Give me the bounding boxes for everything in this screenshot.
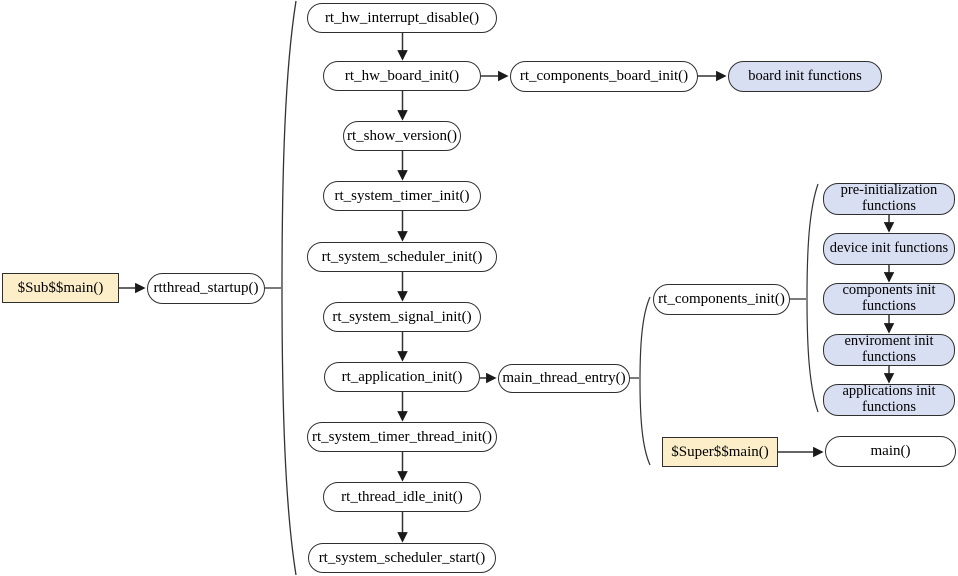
node-applications-init-functions: applications init functions bbox=[823, 384, 955, 416]
node-rt-system-timer-init: rt_system_timer_init() bbox=[323, 181, 481, 211]
node-sub-main: $Sub$$main() bbox=[2, 273, 119, 303]
node-main: main() bbox=[825, 436, 956, 467]
node-rt-hw-interrupt-disable: rt_hw_interrupt_disable() bbox=[307, 3, 497, 33]
node-rt-thread-idle-init: rt_thread_idle_init() bbox=[323, 482, 481, 512]
node-rt-system-signal-init: rt_system_signal_init() bbox=[323, 302, 481, 332]
node-device-init-functions: device init functions bbox=[823, 233, 955, 265]
node-rt-system-scheduler-init: rt_system_scheduler_init() bbox=[307, 242, 497, 272]
components-init-brace bbox=[806, 183, 819, 413]
node-pre-initialization-functions: pre-initialization functions bbox=[823, 183, 955, 215]
node-rtthread-startup: rtthread_startup() bbox=[147, 273, 265, 304]
node-rt-application-init: rt_application_init() bbox=[324, 362, 480, 392]
node-rt-system-scheduler-start: rt_system_scheduler_start() bbox=[308, 543, 496, 573]
node-rt-show-version: rt_show_version() bbox=[343, 121, 461, 151]
node-main-thread-entry: main_thread_entry() bbox=[498, 364, 630, 393]
node-rt-hw-board-init: rt_hw_board_init() bbox=[323, 61, 481, 91]
node-rt-components-board-init: rt_components_board_init() bbox=[510, 61, 698, 92]
main-thread-brace bbox=[639, 296, 651, 466]
node-enviroment-init-functions: enviroment init functions bbox=[823, 334, 955, 366]
startup-brace bbox=[281, 0, 297, 576]
node-rt-system-timer-thread-init: rt_system_timer_thread_init() bbox=[307, 422, 497, 452]
node-rt-components-init: rt_components_init() bbox=[653, 284, 790, 315]
node-super-main: $Super$$main() bbox=[662, 437, 778, 467]
node-components-init-functions: components init functions bbox=[823, 283, 955, 315]
node-board-init-functions: board init functions bbox=[728, 61, 882, 92]
